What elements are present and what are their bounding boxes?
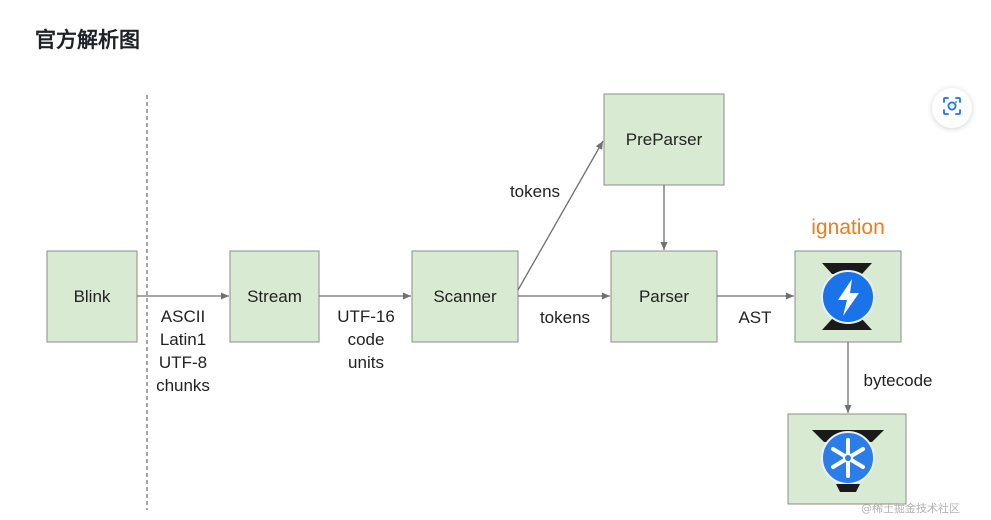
- node-parser-label: Parser: [639, 287, 689, 306]
- page-heading: 官方解析图: [35, 28, 140, 52]
- edge-label-line: Latin1: [160, 330, 206, 349]
- watermark: @稀土掘金技术社区: [861, 502, 960, 515]
- ignition-logo-icon: [821, 263, 875, 330]
- node-ignition: [794, 250, 902, 343]
- node-blink-label: Blink: [74, 287, 111, 306]
- edge-label-line: UTF-16: [337, 307, 395, 326]
- node-stream: Stream: [229, 250, 320, 343]
- turbofan-logo-icon: [812, 430, 884, 492]
- node-parser-box: [610, 250, 718, 343]
- node-blink-box: [46, 250, 138, 343]
- edge-label-scanner-preparser: tokens: [510, 182, 560, 201]
- node-scanner-box: [411, 250, 519, 343]
- edge-label-line: chunks: [156, 376, 210, 395]
- image-scan-button[interactable]: [932, 88, 972, 128]
- image-scan-icon: [942, 96, 962, 121]
- edge-label-parser-ignition: AST: [738, 308, 771, 327]
- node-scanner: Scanner: [411, 250, 519, 343]
- node-stream-box: [229, 250, 320, 343]
- edge-label-scanner-parser: tokens: [540, 308, 590, 327]
- node-turbofan: [787, 413, 907, 505]
- edge-label-line: units: [348, 353, 384, 372]
- edge-label-ignition-turbofan: bytecode: [864, 371, 933, 390]
- ignition-title: ignation: [811, 216, 885, 239]
- node-stream-label: Stream: [247, 287, 302, 306]
- node-preparser: PreParser: [603, 93, 725, 186]
- node-blink: Blink: [46, 250, 138, 343]
- edge-label-stream-scanner: UTF-16 code units: [337, 307, 395, 372]
- node-parser: Parser: [610, 250, 718, 343]
- edge-label-line: code: [348, 330, 385, 349]
- node-scanner-label: Scanner: [433, 287, 497, 306]
- edge-label-line: UTF-8: [159, 353, 207, 372]
- edge-label-blink-stream: ASCII Latin1 UTF-8 chunks: [156, 307, 210, 395]
- node-preparser-label: PreParser: [626, 130, 703, 149]
- edge-label-line: ASCII: [161, 307, 205, 326]
- edge-scanner-preparser: [517, 140, 604, 291]
